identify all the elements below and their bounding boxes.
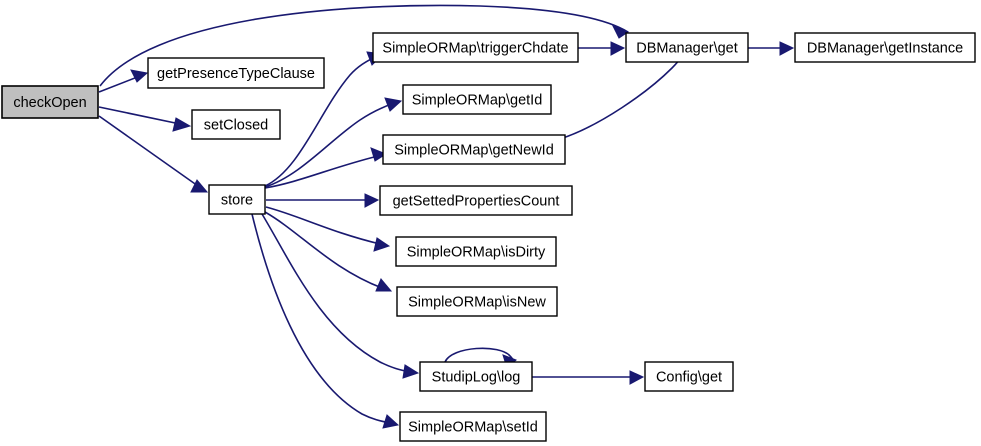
node-triggerChdate[interactable]: SimpleORMap\triggerChdate	[372, 32, 579, 63]
edge-triggerChdate-to-dbManagerGet	[578, 41, 626, 56]
node-store[interactable]: store	[208, 184, 266, 215]
node-label-studipLogLog: StudipLog\log	[432, 369, 521, 385]
node-getPresenceTypeClause[interactable]: getPresenceTypeClause	[147, 57, 325, 89]
node-box-getId[interactable]	[402, 84, 552, 115]
edge-store-to-setId	[251, 213, 400, 429]
edge-store-to-studipLogLog	[261, 213, 420, 379]
node-box-dbManagerGet[interactable]	[625, 32, 749, 63]
node-box-triggerChdate[interactable]	[372, 32, 579, 63]
node-box-isNew[interactable]	[396, 286, 558, 317]
node-setClosed[interactable]: setClosed	[191, 109, 281, 140]
node-label-getId: SimpleORMap\getId	[412, 92, 543, 108]
node-box-isDirty[interactable]	[395, 236, 557, 267]
node-box-getSettedPropertiesCount[interactable]	[379, 185, 573, 216]
edge-store-to-getNewId	[264, 147, 388, 189]
edge-store-to-isDirty	[265, 206, 391, 252]
node-label-getPresenceTypeClause: getPresenceTypeClause	[157, 66, 315, 82]
node-checkOpen[interactable]: checkOpen	[1, 85, 99, 119]
node-label-store: store	[221, 192, 253, 208]
node-label-setId: SimpleORMap\setId	[408, 419, 538, 435]
edge-store-to-isNew	[264, 211, 393, 292]
node-box-configGet[interactable]	[644, 361, 734, 392]
node-label-getSettedPropertiesCount: getSettedPropertiesCount	[393, 193, 560, 209]
node-dbManagerGet[interactable]: DBManager\get	[625, 32, 749, 63]
node-label-triggerChdate: SimpleORMap\triggerChdate	[382, 40, 568, 56]
node-box-setClosed[interactable]	[191, 109, 281, 140]
node-studipLogLog[interactable]: StudipLog\log	[419, 361, 533, 392]
node-getId[interactable]: SimpleORMap\getId	[402, 84, 552, 115]
node-getSettedPropertiesCount[interactable]: getSettedPropertiesCount	[379, 185, 573, 216]
node-label-dbManagerGet: DBManager\get	[636, 40, 738, 56]
node-label-setClosed: setClosed	[204, 117, 268, 133]
edge-checkOpen-to-getPresenceTypeClause	[98, 69, 149, 93]
node-box-getNewId[interactable]	[382, 134, 566, 165]
edge-store-to-getId	[264, 97, 403, 188]
node-box-dbManagerGetInstance[interactable]	[794, 32, 976, 63]
node-dbManagerGetInstance[interactable]: DBManager\getInstance	[794, 32, 976, 63]
edge-checkOpen-to-dbManagerGet	[99, 4, 630, 87]
node-label-dbManagerGetInstance: DBManager\getInstance	[807, 40, 963, 56]
node-configGet[interactable]: Config\get	[644, 361, 734, 392]
node-box-setId[interactable]	[399, 411, 547, 442]
node-setId[interactable]: SimpleORMap\setId	[399, 411, 547, 442]
node-isNew[interactable]: SimpleORMap\isNew	[396, 286, 558, 317]
node-box-checkOpen[interactable]	[1, 85, 99, 119]
node-label-configGet: Config\get	[656, 369, 722, 385]
node-label-getNewId: SimpleORMap\getNewId	[394, 142, 554, 158]
node-box-getPresenceTypeClause[interactable]	[147, 57, 325, 89]
node-label-checkOpen: checkOpen	[13, 95, 86, 111]
node-label-isDirty: SimpleORMap\isDirty	[407, 244, 546, 260]
edge-checkOpen-to-setClosed	[98, 106, 192, 132]
edge-dbManagerGet-to-dbManagerGetInstance	[748, 41, 795, 56]
node-label-isNew: SimpleORMap\isNew	[408, 294, 546, 310]
nodes-layer: checkOpen getPresenceTypeClause setClosed s…	[1, 32, 976, 442]
edge-store-to-getSettedPropertiesCount	[266, 193, 380, 208]
node-box-store[interactable]	[208, 184, 266, 215]
node-isDirty[interactable]: SimpleORMap\isDirty	[395, 236, 557, 267]
edge-studipLogLog-to-configGet	[532, 370, 645, 385]
node-getNewId[interactable]: SimpleORMap\getNewId	[382, 134, 566, 165]
node-box-studipLogLog[interactable]	[419, 361, 533, 392]
edge-checkOpen-to-store	[98, 115, 209, 193]
